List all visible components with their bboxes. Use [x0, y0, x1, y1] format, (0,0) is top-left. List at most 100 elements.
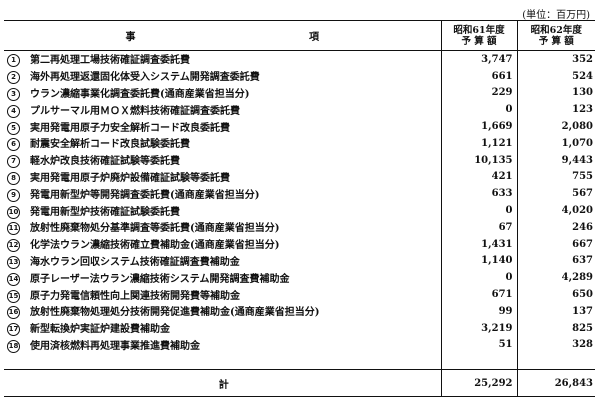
row-number: 11: [7, 222, 20, 236]
y61-cell: 421: [440, 168, 517, 186]
y62-cell: 328: [516, 336, 595, 354]
item-text: 化学法ウラン濃縮技術確立費補助金(通商産業省担当分): [30, 240, 280, 252]
row-number: 5: [7, 121, 20, 135]
row-number: 1: [7, 54, 20, 68]
y62-cell: 137: [516, 302, 595, 320]
y62-cell: 130: [516, 84, 595, 102]
y61-cell: 633: [440, 185, 517, 203]
year2-column-header: 昭和62年度 予 算 額: [516, 20, 595, 51]
item-cell: 9 発電用新型炉等開発調査委託費(通商産業省担当分): [4, 185, 442, 203]
year2-header-label: 予 算 額: [538, 35, 574, 47]
row-number: 15: [7, 289, 20, 303]
item-text: 放射性廃棄物処分基準調査等委託費(通商産業省担当分): [30, 223, 280, 235]
item-text: ウラン濃縮事業化調査委託費(通商産業省担当分): [30, 88, 250, 100]
y62-cell: 825: [516, 319, 595, 337]
y61-cell: 10,135: [440, 151, 517, 169]
item-text: 海外再処理返還固化体受入システム開発調査委託費: [30, 72, 260, 84]
row-number: 4: [7, 104, 20, 118]
item-cell: 15 原子力発電信頼性向上関連技術開発費等補助金: [4, 286, 442, 303]
item-cell: 1 第二再処理工場技術確証調査委託費: [4, 50, 442, 68]
year1-header-label: 予 算 額: [461, 35, 497, 47]
item-text: プルサーマル用ＭＯＸ燃料技術確証調査委託費: [30, 105, 240, 117]
y62-cell: 2,080: [516, 118, 595, 135]
y62-cell: 650: [516, 286, 595, 303]
item-text: 原子レーザー法ウラン濃縮技術システム開発調査費補助金: [30, 273, 290, 285]
item-text: 第二再処理工場技術確証調査委託費: [30, 55, 190, 67]
y61-cell: 661: [440, 67, 517, 85]
y62-cell: 352: [516, 50, 595, 68]
y62-cell: 567: [516, 185, 595, 203]
item-text: 使用済核燃料再処理事業推進費補助金: [30, 340, 200, 352]
y62-cell: 246: [516, 218, 595, 236]
row-number: 6: [7, 138, 20, 152]
year1-header-year: 昭和61年度: [453, 24, 505, 36]
row-number: 18: [7, 339, 20, 353]
item-text: 放射性廃棄物処理処分技術開発促進費補助金(通商産業省担当分): [30, 307, 320, 319]
item-header-char-2: 項: [308, 32, 319, 43]
item-text: 海水ウラン回収システム技術確証調査費補助金: [30, 256, 240, 268]
y61-cell: 1,431: [440, 235, 517, 253]
y62-cell: 755: [516, 168, 595, 186]
item-text: 発電用新型炉技術確証試験委託費: [30, 206, 180, 218]
item-text: 原子力発電信頼性向上関連技術開発費等補助金: [30, 290, 240, 302]
item-cell: 6 耐震安全解析コード改良試験委託費: [4, 134, 442, 152]
y62-cell: 123: [516, 101, 595, 119]
item-cell: 7 軽水炉改良技術確証試験等委託費: [4, 151, 442, 169]
y62-cell: 9,443: [516, 151, 595, 169]
y61-cell: 1,121: [440, 134, 517, 152]
item-text: 耐震安全解析コード改良試験委託費: [30, 139, 190, 151]
item-text: 軽水炉改良技術確証試験等委託費: [30, 156, 180, 168]
item-text: 実用発電用原子炉廃炉設備確証試験等委託費: [30, 172, 230, 184]
total-y62: 26,843: [516, 369, 595, 398]
y62-cell: 4,020: [516, 202, 595, 219]
item-column-header: 事 項: [4, 20, 442, 51]
y62-cell: 524: [516, 67, 595, 85]
y61-cell: 0: [440, 269, 517, 287]
row-number: 10: [7, 205, 20, 219]
y61-cell: 51: [440, 336, 517, 354]
total-row: 計 25,292 26,843: [4, 369, 595, 398]
spacer-row: [4, 361, 595, 370]
year2-header-year: 昭和62年度: [530, 24, 582, 36]
row-number: 14: [7, 272, 20, 286]
row-number: 8: [7, 171, 20, 185]
y62-cell: 637: [516, 252, 595, 270]
item-text: 実用発電用原子力安全解析コード改良委託費: [30, 122, 230, 134]
y61-cell: 1,140: [440, 252, 517, 270]
row-number: 7: [7, 155, 20, 169]
spacer-row: [4, 353, 595, 362]
item-cell: 4 プルサーマル用ＭＯＸ燃料技術確証調査委託費: [4, 101, 442, 119]
item-cell: 18 使用済核燃料再処理事業推進費補助金: [4, 336, 442, 354]
y62-cell: 667: [516, 235, 595, 253]
item-cell: 5 実用発電用原子力安全解析コード改良委託費: [4, 118, 442, 135]
item-header-char-1: 事: [125, 32, 136, 43]
y61-cell: 1,669: [440, 118, 517, 135]
budget-table: 事 項 昭和61年度 予 算 額 昭和62年度 予 算 額 1 第二再処理工場技術…: [4, 20, 595, 398]
row-number: 9: [7, 188, 20, 202]
total-label: 計: [4, 369, 442, 398]
y61-cell: 67: [440, 218, 517, 236]
item-text: 発電用新型炉等開発調査委託費(通商産業省担当分): [30, 189, 260, 201]
row-number: 17: [7, 323, 20, 337]
